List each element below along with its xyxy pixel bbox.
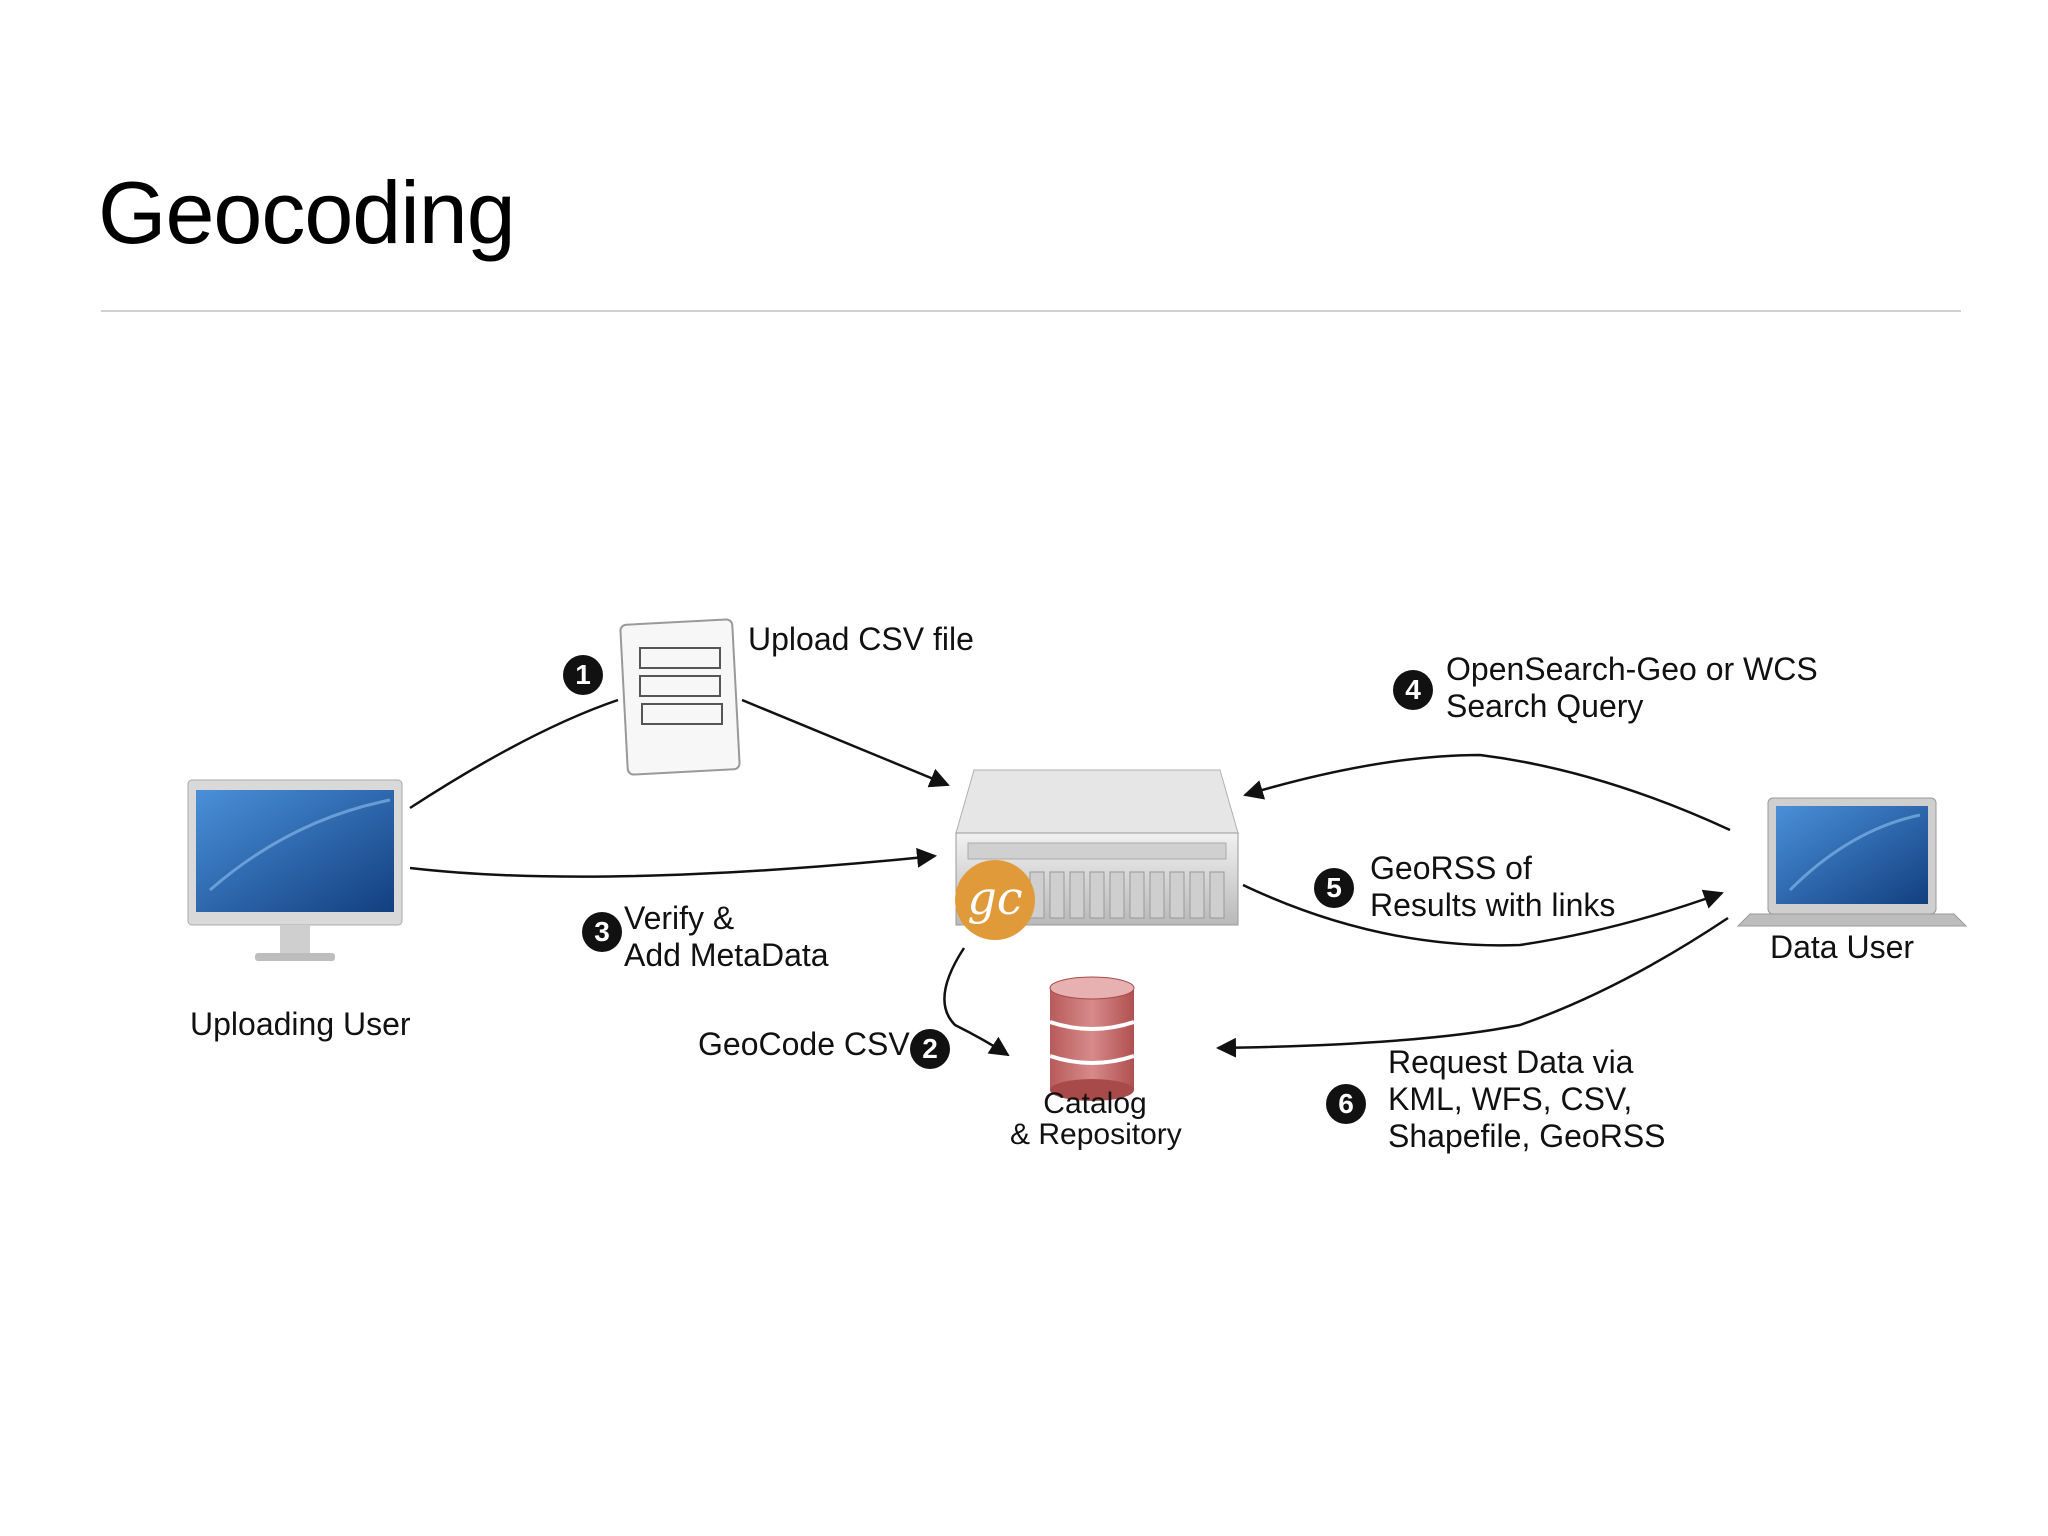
arrow-results-to-datauser (1242, 883, 1724, 947)
step-3-line2: Add MetaData (624, 937, 829, 973)
step-1-label: Upload CSV file (748, 621, 974, 657)
catalog-label: Catalog & Repository (1010, 1087, 1182, 1151)
catalog-label-line2: & Repository (1010, 1118, 1182, 1151)
step-3-badge: 3 (582, 912, 622, 952)
catalog-label-line1: Catalog (1043, 1087, 1147, 1120)
desktop-monitor-icon (187, 779, 403, 961)
csv-document-icon (619, 618, 741, 776)
step-4-line1: OpenSearch-Geo or WCS (1446, 651, 1818, 687)
step-6-line2: KML, WFS, CSV, (1388, 1081, 1633, 1117)
arrow-upload-to-doc (409, 698, 619, 810)
slide-title: Geocoding (98, 163, 516, 262)
step-2-badge: 2 (910, 1029, 950, 1069)
step-6-label: Request Data via KML, WFS, CSV, Shapefil… (1388, 1044, 1666, 1155)
database-icon (1049, 976, 1135, 1101)
arrow-doc-to-server (741, 698, 950, 788)
step-5-line2: Results with links (1370, 887, 1616, 923)
step-6-badge: 6 (1326, 1084, 1366, 1124)
step-3-label: Verify & Add MetaData (624, 900, 829, 974)
title-divider (101, 310, 1961, 312)
step-5-label: GeoRSS of Results with links (1370, 850, 1615, 924)
svg-text:gc: gc (967, 871, 1022, 925)
gc-logo: gc (955, 860, 1035, 940)
step-6-line3: Shapefile, GeoRSS (1388, 1118, 1666, 1154)
step-6-line1: Request Data via (1388, 1044, 1634, 1080)
arrow-user-to-server (409, 847, 937, 878)
step-5-badge: 5 (1314, 868, 1354, 908)
data-user-label: Data User (1770, 929, 1915, 965)
step-3-line1: Verify & (624, 900, 735, 936)
step-4-line2: Search Query (1446, 688, 1644, 724)
arrow-server-to-catalog (943, 947, 1010, 1057)
step-4-badge: 4 (1393, 670, 1433, 710)
arrow-query-to-server (1243, 753, 1731, 832)
laptop-icon (1736, 797, 1968, 927)
step-5-line1: GeoRSS of (1370, 850, 1532, 886)
arrow-request-to-catalog (1216, 916, 1729, 1058)
step-4-label: OpenSearch-Geo or WCS Search Query (1446, 651, 1818, 725)
step-2-label: GeoCode CSV (698, 1026, 910, 1062)
uploading-user-label: Uploading User (190, 1006, 411, 1042)
step-1-badge: 1 (563, 655, 603, 695)
